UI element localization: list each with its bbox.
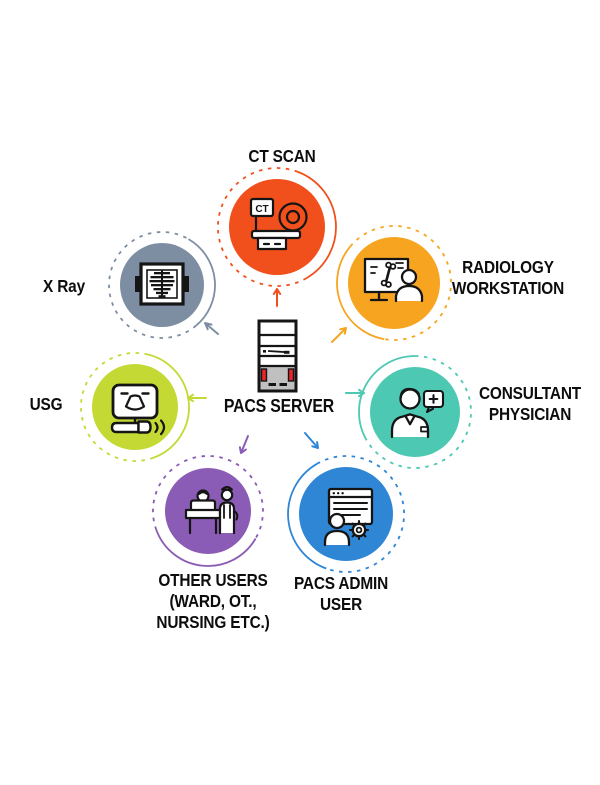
consultant-ring — [358, 355, 472, 469]
arrow-to-usg — [187, 393, 207, 403]
pacs-server-label: PACS SERVER — [223, 396, 335, 416]
ct-scan-label: CT SCAN — [248, 146, 316, 166]
server-light-right — [287, 368, 295, 382]
radiology-workstation-label: RADIOLOGY WORKSTATION — [451, 257, 565, 298]
arrow-to-other-users — [238, 435, 249, 454]
arrow-to-x-ray — [204, 322, 219, 335]
patient-bed-nurse-icon — [184, 486, 239, 535]
arrow-to-radiology — [331, 327, 347, 343]
ct-scan-ring — [217, 167, 337, 287]
ultrasound-machine-icon — [110, 383, 166, 436]
admin-user-gear-icon — [323, 487, 374, 547]
other-users-ring — [152, 455, 264, 567]
ct-scanner-icon: CT — [249, 197, 308, 251]
x-ray-ring — [108, 231, 216, 339]
usg-ring — [80, 352, 190, 462]
consultant-physician-label: CONSULTANT PHYSICIAN — [478, 383, 582, 424]
server-tower-icon — [257, 319, 298, 393]
x-ray-film-icon — [135, 262, 189, 306]
server-light-left — [260, 368, 268, 382]
ct-scan-circle — [229, 179, 325, 275]
radiology-monitor-icon — [363, 257, 424, 303]
arrow-to-ct-scan — [272, 288, 282, 307]
other-users-label: OTHER USERS (WARD, OT., NURSING ETC.) — [156, 570, 270, 632]
radiology-ring — [336, 225, 452, 341]
arrow-to-pacs-admin — [304, 432, 319, 449]
ct-icon-text: CT — [255, 204, 268, 215]
pacs-admin-user-label: PACS ADMIN USER — [293, 573, 389, 614]
arrow-to-consultant — [345, 388, 365, 398]
doctor-chat-icon — [390, 387, 445, 439]
pacs-admin-ring — [287, 455, 405, 573]
x-ray-label: X Ray — [43, 276, 85, 296]
usg-label: USG — [29, 394, 63, 414]
